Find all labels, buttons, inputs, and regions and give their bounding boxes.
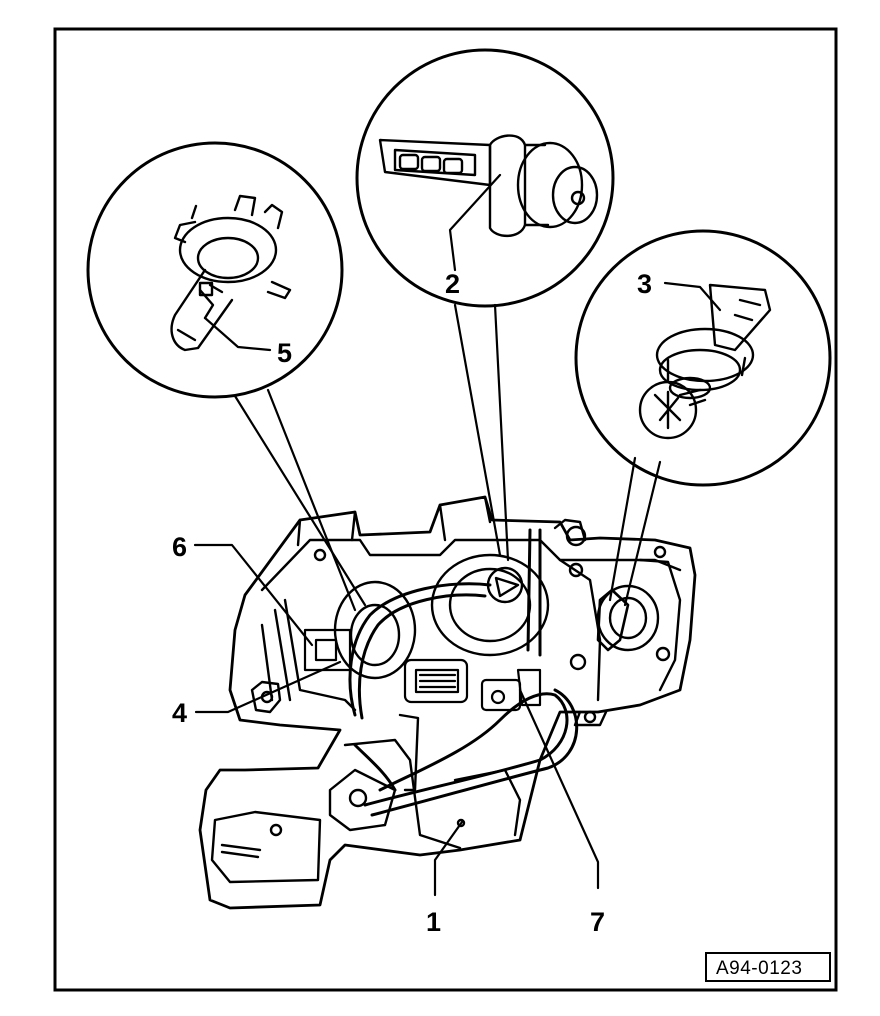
callout-7: 7 (590, 907, 605, 937)
wiring (348, 528, 579, 817)
reference-code-box: A94-0123 (705, 952, 831, 982)
reference-code: A94-0123 (716, 958, 802, 979)
callout-3: 3 (637, 269, 652, 299)
detail-circle-bulb-3 (574, 229, 832, 487)
detail-circle-bulb-2 (355, 48, 615, 308)
connectors (303, 588, 630, 712)
callout-1: 1 (426, 907, 441, 937)
headlight-housing (198, 495, 697, 910)
callout-5: 5 (277, 338, 292, 368)
leader-lines (193, 173, 722, 897)
cover-assembly (210, 713, 522, 884)
callout-2: 2 (445, 269, 460, 299)
callout-4: 4 (172, 698, 187, 728)
callout-6: 6 (172, 532, 187, 562)
detail-circle-bulb-5 (86, 141, 344, 399)
